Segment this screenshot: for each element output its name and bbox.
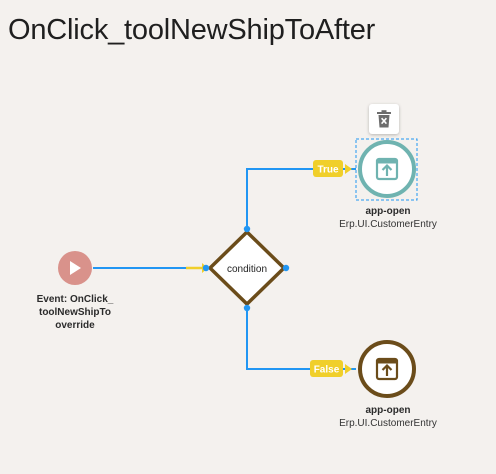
page-title: OnClick_toolNewShipToAfter — [8, 14, 376, 46]
condition-port-left[interactable] — [202, 264, 210, 272]
condition-label: condition — [227, 264, 267, 275]
event-node[interactable] — [58, 251, 92, 285]
edge-label-false[interactable]: False — [310, 360, 343, 377]
event-node-label: Event: OnClick_toolNewShipTo override — [36, 294, 114, 331]
app-open-false-target: Erp.UI.CustomerEntry — [339, 418, 437, 429]
app-open-icon — [375, 357, 399, 381]
edge-label-true[interactable]: True — [313, 160, 343, 177]
delete-icon — [377, 110, 391, 128]
app-open-false-label: app-open Erp.UI.CustomerEntry — [338, 404, 438, 430]
edge-label-false-text: False — [314, 365, 340, 376]
arrowhead-true — [345, 164, 352, 174]
app-open-true-label: app-open Erp.UI.CustomerEntry — [338, 205, 438, 231]
connector-false-branch — [246, 308, 356, 370]
condition-node[interactable]: condition — [202, 225, 290, 312]
app-open-node-true[interactable] — [355, 138, 418, 201]
app-open-true-title: app-open — [365, 206, 411, 217]
app-open-true-target: Erp.UI.CustomerEntry — [339, 219, 437, 230]
condition-port-top[interactable] — [243, 225, 251, 233]
selection-box — [355, 138, 418, 201]
app-open-icon — [375, 157, 399, 181]
delete-button[interactable] — [369, 104, 399, 134]
arrowhead-false — [345, 364, 352, 374]
edge-label-true-text: True — [317, 165, 339, 176]
app-open-false-title: app-open — [365, 405, 411, 416]
app-open-node-false[interactable] — [358, 340, 416, 398]
condition-port-bottom[interactable] — [243, 304, 251, 312]
play-icon — [70, 261, 81, 275]
condition-port-right[interactable] — [282, 264, 290, 272]
